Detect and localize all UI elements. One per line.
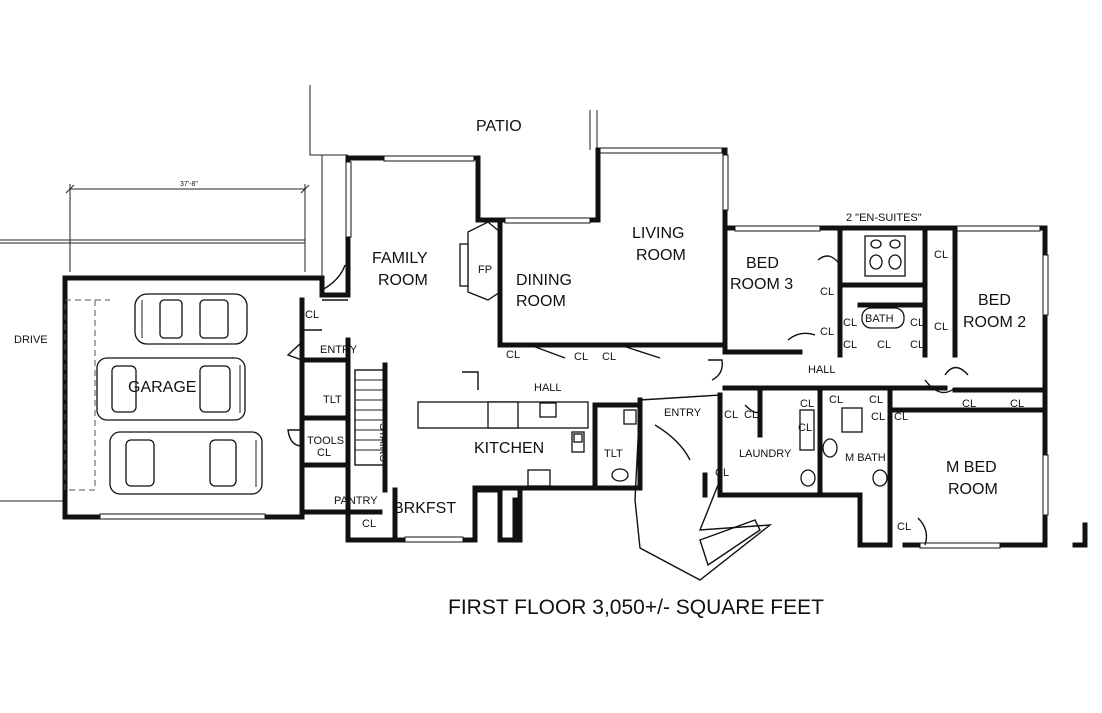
closet-label: CL (843, 339, 857, 351)
m-bed-room-label-2: ROOM (948, 481, 998, 498)
kitchen-label: KITCHEN (474, 440, 544, 457)
closet-label: CL (897, 521, 911, 533)
dimension-label: 37'-8" (180, 181, 198, 188)
living-room-label-2: ROOM (636, 247, 686, 264)
pantry-label: PANTRY (334, 495, 378, 507)
bath-label: BATH (865, 313, 894, 325)
en-suites-label: 2 "EN-SUITES" (846, 212, 922, 224)
bed-room-3-label-2: ROOM 3 (730, 276, 793, 293)
dining-room-label-2: ROOM (516, 293, 566, 310)
fireplace-label: FP (478, 264, 492, 276)
car-2-icon (96, 357, 246, 421)
door-swings (286, 255, 969, 546)
front-entry (634, 394, 773, 581)
closet-label: CL (894, 411, 908, 423)
closet-label: CL (869, 394, 883, 406)
bed-room-2-label-1: BED (978, 292, 1011, 309)
closet-label: CL (305, 309, 319, 321)
family-room-label-2: ROOM (378, 272, 428, 289)
dining-room-label-1: DINING (516, 272, 572, 289)
closet-label: CL (724, 409, 738, 421)
closet-label: CL (744, 409, 758, 421)
closet-label: CL (934, 321, 948, 333)
garage (62, 275, 325, 520)
living-room-label-1: LIVING (632, 225, 684, 242)
tools-label: TOOLS (307, 435, 344, 447)
closet-label: CL (877, 339, 891, 351)
garage-label: GARAGE (128, 379, 196, 396)
laundry-label: LAUNDRY (739, 448, 792, 460)
tlt-garage-label: TLT (323, 394, 342, 406)
kitchen-hall-label: HALL (534, 382, 562, 394)
closet-label: CL (798, 422, 812, 434)
closet-label: CL (843, 317, 857, 329)
closet-label: CL (1010, 398, 1024, 410)
car-3-icon (109, 431, 263, 495)
closet-label: CL (602, 351, 616, 363)
closet-label: CL (362, 518, 376, 530)
car-1-icon (134, 293, 248, 345)
family-wing (299, 155, 501, 543)
side-entry-label: ENTRY (320, 344, 358, 356)
closet-label: CL (910, 339, 924, 351)
closet-label: CL (829, 394, 843, 406)
closet-label: CL (506, 349, 520, 361)
stairs-label: STAIRS (377, 423, 389, 462)
closet-label: CL (574, 351, 588, 363)
front-entry-label: ENTRY (664, 407, 702, 419)
central-walls (417, 147, 729, 543)
patio-label: PATIO (476, 118, 522, 135)
closet-label: CL (715, 467, 729, 479)
family-room-label-1: FAMILY (372, 250, 428, 267)
m-bath-label: M BATH (845, 452, 886, 464)
bed-room-3-label-1: BED (746, 255, 779, 272)
closet-label: CL (800, 398, 814, 410)
closet-label: CL (871, 411, 885, 423)
site-lines (0, 85, 598, 502)
closet-label: CL (910, 317, 924, 329)
brkfst-label: BRKFST (393, 500, 456, 517)
closet-label: CL (820, 286, 834, 298)
floor-area-caption: FIRST FLOOR 3,050+/- SQUARE FEET (448, 596, 824, 619)
m-bed-room-label-1: M BED (946, 459, 997, 476)
drive-label: DRIVE (14, 334, 48, 346)
closet-label: CL (962, 398, 976, 410)
garage-dimension: 37'-8" (65, 181, 310, 272)
bedroom-wing (717, 225, 1088, 549)
closet-label: CL (820, 326, 834, 338)
closet-label: CL (317, 447, 331, 459)
tlt-entry-label: TLT (604, 448, 623, 460)
bedroom-hall-label: HALL (808, 364, 836, 376)
bed-room-2-label-2: ROOM 2 (963, 314, 1026, 331)
closet-label: CL (934, 249, 948, 261)
